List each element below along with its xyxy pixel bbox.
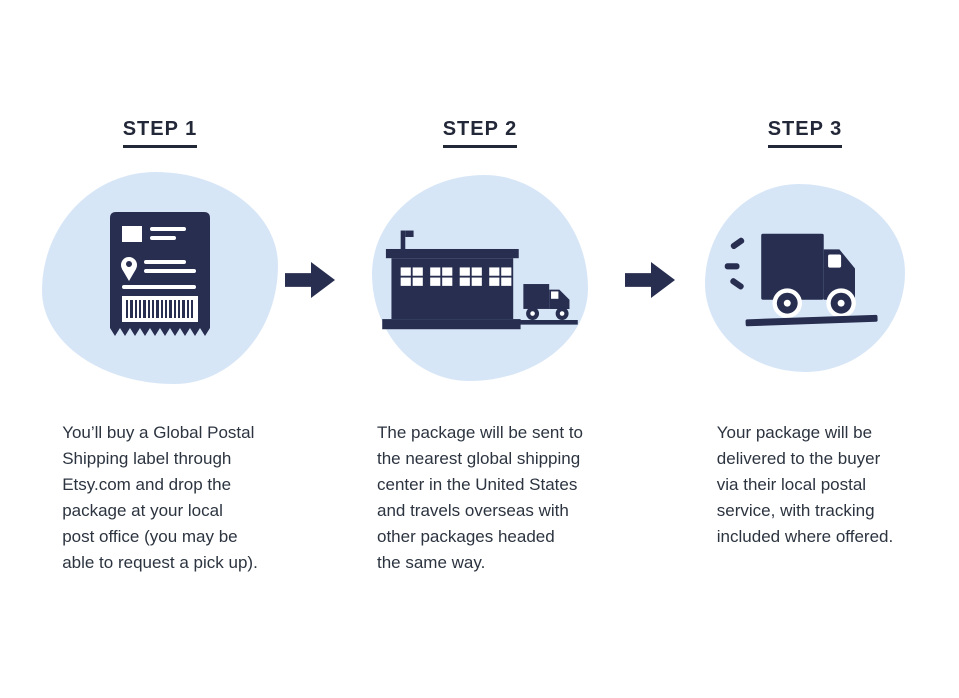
- step-1-heading: STEP 1: [122, 118, 198, 148]
- location-pin-icon: [121, 257, 137, 281]
- steps-grid: STEP 1: [40, 118, 930, 576]
- step-1-heading-text: STEP 1: [122, 118, 198, 148]
- step-3-description: Your package will be delivered to the bu…: [716, 423, 894, 546]
- step-3-blob: [705, 184, 905, 372]
- window-grid: [400, 266, 512, 286]
- step-2-description: The package will be sent to the nearest …: [376, 423, 583, 572]
- step-2-blob: [372, 175, 588, 381]
- motion-lines: [724, 237, 744, 290]
- step-column-2: STEP 2: [340, 118, 620, 576]
- small-truck: [523, 283, 550, 309]
- step-column-3: STEP 3: [680, 118, 930, 550]
- step-2-heading-text: STEP 2: [442, 118, 518, 148]
- arrow-right-icon: [625, 262, 675, 298]
- arrow-cell-2: [620, 118, 680, 298]
- shipping-label-icon: [110, 212, 210, 336]
- arrow-cell-1: [280, 118, 340, 298]
- shipping-center-building-icon: [382, 230, 578, 329]
- truck-wheels: [776, 292, 852, 314]
- roof-flagpole: [400, 230, 406, 251]
- step-1-blob: [42, 172, 278, 384]
- step-1-illustration: [42, 172, 278, 384]
- step-column-1: STEP 1: [40, 118, 280, 576]
- step-3-heading-text: STEP 3: [767, 118, 843, 148]
- step-2-illustration: [372, 172, 588, 384]
- barcode: [126, 300, 193, 318]
- step-2-heading: STEP 2: [442, 118, 518, 148]
- step-3-heading: STEP 3: [767, 118, 843, 148]
- arrow-right-icon: [285, 262, 335, 298]
- ground-line: [745, 314, 878, 327]
- step-1-description: You’ll buy a Global Postal Shipping labe…: [62, 423, 258, 572]
- step-3-illustration: [705, 172, 905, 384]
- delivery-truck-icon: [724, 233, 878, 327]
- truck-wheels: [526, 306, 569, 320]
